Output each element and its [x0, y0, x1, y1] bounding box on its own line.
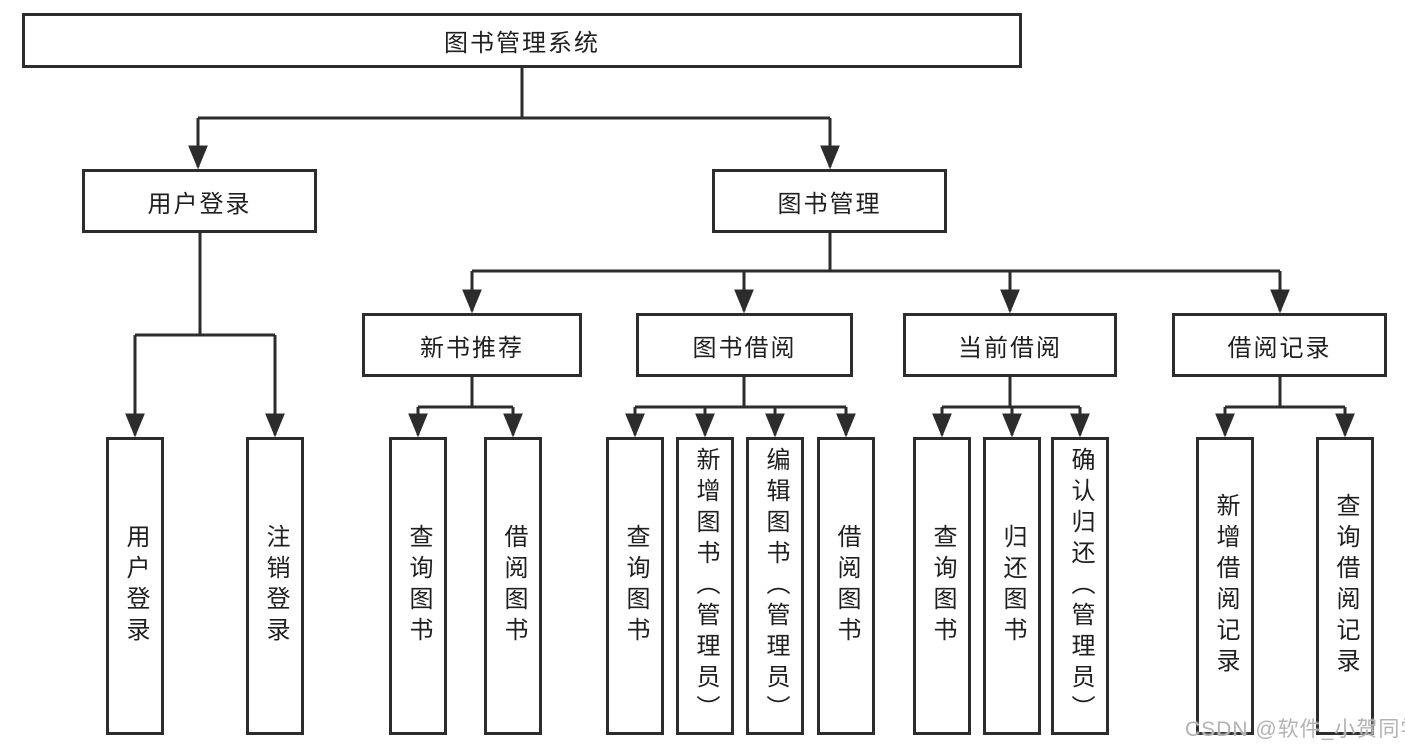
edge-new-book-rec-trunk — [418, 377, 513, 409]
edge-user-login-trunk — [135, 233, 275, 337]
node-new-book-rec-label: 新书推荐 — [420, 334, 524, 362]
node-leaf-add-book-label: 新增图书（管理员） — [692, 446, 719, 726]
node-new-book-rec: 新书推荐 — [362, 313, 582, 377]
node-leaf-add-book: 新增图书（管理员） — [676, 437, 734, 735]
node-leaf-user-login: 用户登录 — [106, 437, 164, 735]
node-leaf-borrow-book-2: 借阅图书 — [817, 437, 875, 735]
node-book-mgmt-label: 图书管理 — [777, 190, 882, 218]
node-leaf-query-book-3-label: 查询图书 — [929, 524, 956, 648]
node-leaf-query-book-1: 查询图书 — [389, 437, 447, 735]
node-leaf-query-book-2: 查询图书 — [606, 437, 664, 735]
node-current-borrow-label: 当前借阅 — [958, 334, 1062, 362]
node-leaf-logout-label: 注销登录 — [262, 524, 289, 648]
node-leaf-return-book: 归还图书 — [983, 437, 1041, 735]
node-user-login-label: 用户登录 — [147, 190, 252, 218]
node-leaf-borrow-book-1-label: 借阅图书 — [500, 524, 527, 648]
edge-book-borrow-trunk — [635, 377, 846, 409]
node-borrow-records-label: 借阅记录 — [1227, 334, 1332, 362]
node-leaf-edit-book: 编辑图书（管理员） — [746, 437, 804, 735]
node-leaf-confirm-return-label: 确认归还（管理员） — [1067, 446, 1094, 726]
edge-borrow-records-trunk — [1225, 377, 1345, 409]
node-root-label: 图书管理系统 — [444, 30, 600, 57]
node-borrow-records: 借阅记录 — [1172, 313, 1387, 377]
node-leaf-user-login-label: 用户登录 — [122, 524, 149, 648]
node-leaf-query-book-1-label: 查询图书 — [405, 524, 432, 648]
node-user-login: 用户登录 — [82, 169, 317, 233]
node-book-borrow: 图书借阅 — [636, 313, 853, 377]
node-leaf-add-record: 新增借阅记录 — [1196, 437, 1254, 735]
node-leaf-borrow-book-1: 借阅图书 — [484, 437, 542, 735]
node-book-mgmt: 图书管理 — [712, 169, 947, 233]
csdn-watermark: CSDN @软件_小贺同学 — [1185, 718, 1405, 741]
node-leaf-query-book-3: 查询图书 — [913, 437, 971, 735]
node-leaf-logout: 注销登录 — [246, 437, 304, 735]
node-leaf-edit-book-label: 编辑图书（管理员） — [762, 446, 789, 726]
node-leaf-query-book-2-label: 查询图书 — [622, 524, 649, 648]
node-leaf-query-record: 查询借阅记录 — [1316, 437, 1374, 735]
node-current-borrow: 当前借阅 — [903, 313, 1117, 377]
node-leaf-return-book-label: 归还图书 — [999, 524, 1026, 648]
edge-book-mgmt-trunk — [472, 233, 1280, 273]
node-leaf-confirm-return: 确认归还（管理员） — [1051, 437, 1109, 735]
node-root: 图书管理系统 — [22, 13, 1022, 68]
edge-root-trunk — [198, 68, 830, 120]
node-leaf-query-record-label: 查询借阅记录 — [1332, 493, 1359, 679]
edge-current-borrow-trunk — [942, 377, 1080, 409]
node-book-borrow-label: 图书借阅 — [692, 334, 797, 362]
node-leaf-borrow-book-2-label: 借阅图书 — [833, 524, 860, 648]
node-leaf-add-record-label: 新增借阅记录 — [1212, 493, 1239, 679]
